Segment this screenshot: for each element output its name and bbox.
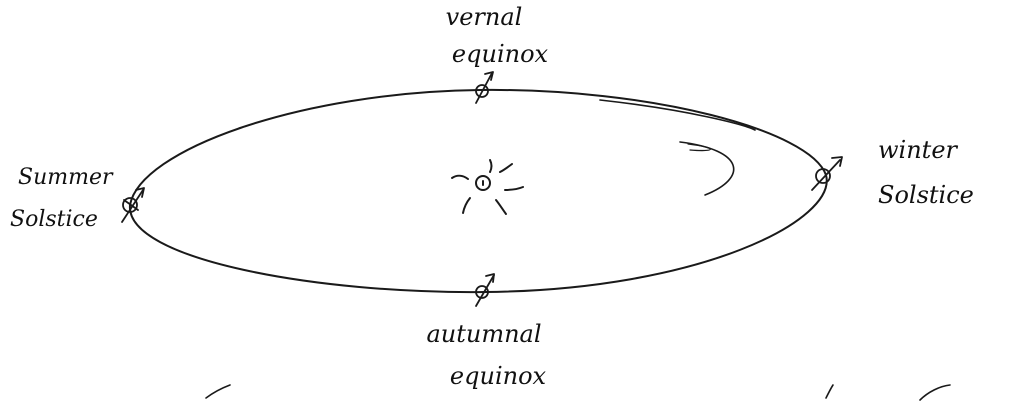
earth-icon xyxy=(475,71,494,104)
stray-mark xyxy=(205,384,231,399)
orbit-sketch-mark xyxy=(679,141,735,196)
earth-icon xyxy=(811,156,843,191)
winter-label-line1: winter xyxy=(878,136,959,164)
vernal-label-line1: vernal xyxy=(446,3,523,31)
stray-mark xyxy=(825,384,834,399)
summer-label-line2: Solstice xyxy=(10,207,98,232)
orbit-sketch-mark xyxy=(687,143,711,152)
earth-icon xyxy=(121,187,145,223)
sun-icon xyxy=(451,159,524,215)
earth-icon xyxy=(475,273,495,307)
winter-label-line2: Solstice xyxy=(878,181,974,209)
autumnal-label-line1: autumnal xyxy=(426,320,541,348)
vernal-label-line2: equinox xyxy=(452,40,549,68)
autumnal-label-line2: equinox xyxy=(450,362,547,390)
stray-mark xyxy=(919,384,951,401)
summer-label-line1: Summer xyxy=(18,165,114,190)
orbit-sketch-mark xyxy=(599,99,756,131)
